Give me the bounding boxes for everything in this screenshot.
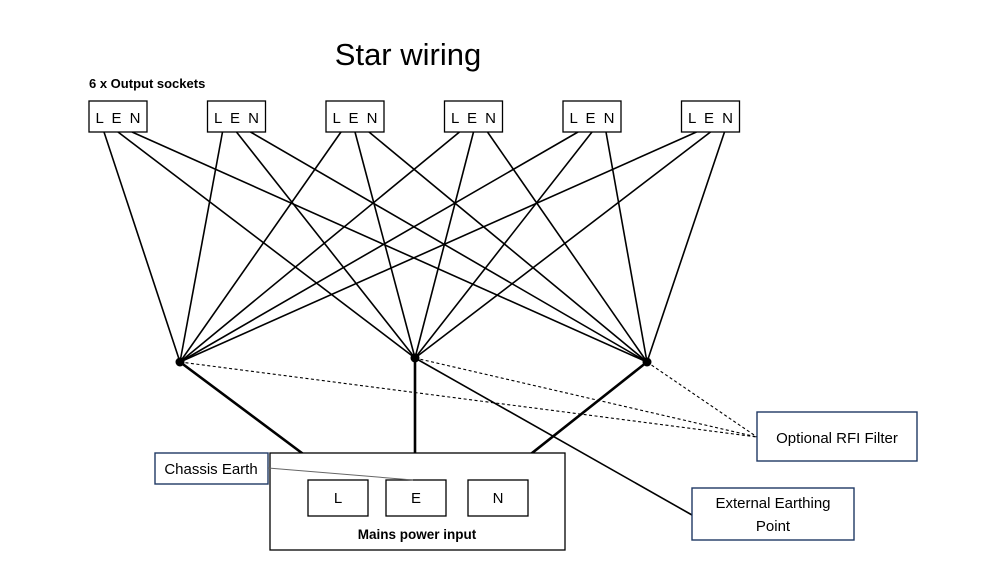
mains-input-label: Mains power input (358, 527, 477, 542)
diagram-title: Star wiring (335, 37, 481, 72)
socket-2-neutral-wire (250, 131, 648, 363)
terminal-earth-label: E (411, 490, 421, 507)
socket-5-neutral-wire (605, 131, 648, 363)
socket-6-neutral-wire (646, 131, 726, 363)
rfi-filter-label: Optional RFI Filter (776, 430, 898, 447)
socket-3-live-wire (179, 131, 342, 363)
output-socket-label-4: L E N (451, 110, 498, 127)
rfi-dashed-line-live (179, 361, 758, 438)
output-socket-label-1: L E N (96, 110, 143, 127)
terminal-neutral-box (467, 479, 529, 517)
output-socket-label-5: L E N (570, 110, 617, 127)
external-earth-wire (414, 357, 693, 516)
terminal-live-label: L (334, 490, 342, 507)
output-socket-2 (206, 100, 267, 133)
output-socket-6 (680, 100, 741, 133)
rfi-filter-callout (756, 411, 918, 462)
earth-star-point (410, 353, 420, 363)
output-socket-label-3: L E N (333, 110, 380, 127)
socket-1-neutral-wire (131, 131, 648, 363)
sockets-caption: 6 x Output sockets (89, 76, 205, 91)
chassis-earth-pointer (267, 467, 414, 481)
rfi-dashed-line-neutral (646, 361, 758, 438)
socket-6-live-wire (179, 131, 697, 363)
socket-3-earth-wire (354, 131, 416, 359)
socket-2-earth-wire (235, 131, 416, 359)
output-socket-label-2: L E N (214, 110, 261, 127)
socket-5-live-wire (179, 131, 579, 363)
output-socket-1 (88, 100, 148, 133)
output-socket-label-6: L E N (688, 110, 735, 127)
external-earth-label-line2: Point (756, 518, 791, 535)
socket-3-neutral-wire (368, 131, 648, 363)
socket-6-earth-wire (414, 131, 711, 359)
output-socket-4 (443, 100, 504, 133)
external-earth-callout (691, 487, 855, 541)
socket-2-live-wire (179, 131, 224, 363)
live-star-point (175, 357, 185, 367)
rfi-dashed-line-earth (414, 357, 758, 438)
socket-1-earth-wire (117, 131, 416, 359)
socket-5-earth-wire (414, 131, 593, 359)
socket-wires (103, 131, 726, 363)
terminal-live-box (307, 479, 369, 517)
output-socket-3 (325, 100, 385, 133)
chassis-earth-label: Chassis Earth (164, 461, 257, 478)
external-earth-label-line1: External Earthing (715, 495, 830, 512)
chassis-earth-callout (154, 452, 269, 485)
output-socket-5 (562, 100, 622, 133)
terminal-neutral-label: N (493, 490, 504, 507)
socket-4-live-wire (179, 131, 461, 363)
socket-4-neutral-wire (486, 131, 648, 363)
socket-1-live-wire (103, 131, 181, 363)
terminal-earth-box (385, 479, 447, 517)
neutral-star-point (642, 357, 652, 367)
